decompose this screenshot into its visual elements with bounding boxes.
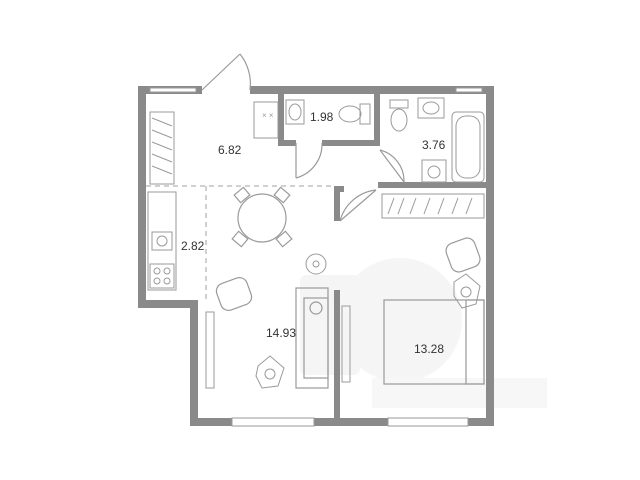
bath-toilet-icon [389, 99, 409, 132]
bathtub-icon [451, 111, 485, 183]
plant-icon [255, 355, 285, 389]
wc-door-icon [295, 142, 323, 179]
windows [149, 87, 483, 427]
bedroom-area-label: 13.28 [414, 342, 444, 356]
entrance-door-icon [201, 53, 251, 91]
bath-door-icon [379, 149, 405, 183]
wc-area-label: 1.98 [310, 110, 334, 124]
sofa-icon [295, 287, 329, 389]
bathroom-area-label: 3.76 [422, 138, 446, 152]
hall-area-label: 6.82 [218, 143, 242, 157]
zone-divider [146, 185, 334, 300]
bedroom-wardrobe-icon [381, 193, 485, 219]
bath-sink-icon [417, 97, 445, 119]
bedroom-tv-icon [341, 305, 351, 383]
kitchen-area-label: 2.82 [181, 239, 205, 253]
svg-text:× ×: × × [262, 111, 274, 120]
bed-icon [383, 299, 485, 385]
washing-machine-icon [421, 159, 447, 183]
round-table-icon [305, 253, 327, 275]
tv-stand-icon [205, 311, 215, 389]
bedroom-door-icon [339, 189, 377, 222]
wardrobe-icon [149, 111, 175, 185]
kitchen-counter-icon [147, 191, 177, 291]
stove-icon [149, 263, 175, 289]
armchair-icon [215, 277, 253, 311]
bedroom-armchair-icon [445, 237, 481, 273]
logo-watermark [300, 258, 547, 408]
cabinet-icon: × × [253, 101, 279, 139]
bedroom-plant-icon [453, 273, 481, 309]
sink-icon [285, 99, 305, 125]
dining-table-icon [231, 186, 293, 248]
toilet-icon [338, 103, 371, 125]
living-area-label: 14.93 [266, 326, 296, 340]
